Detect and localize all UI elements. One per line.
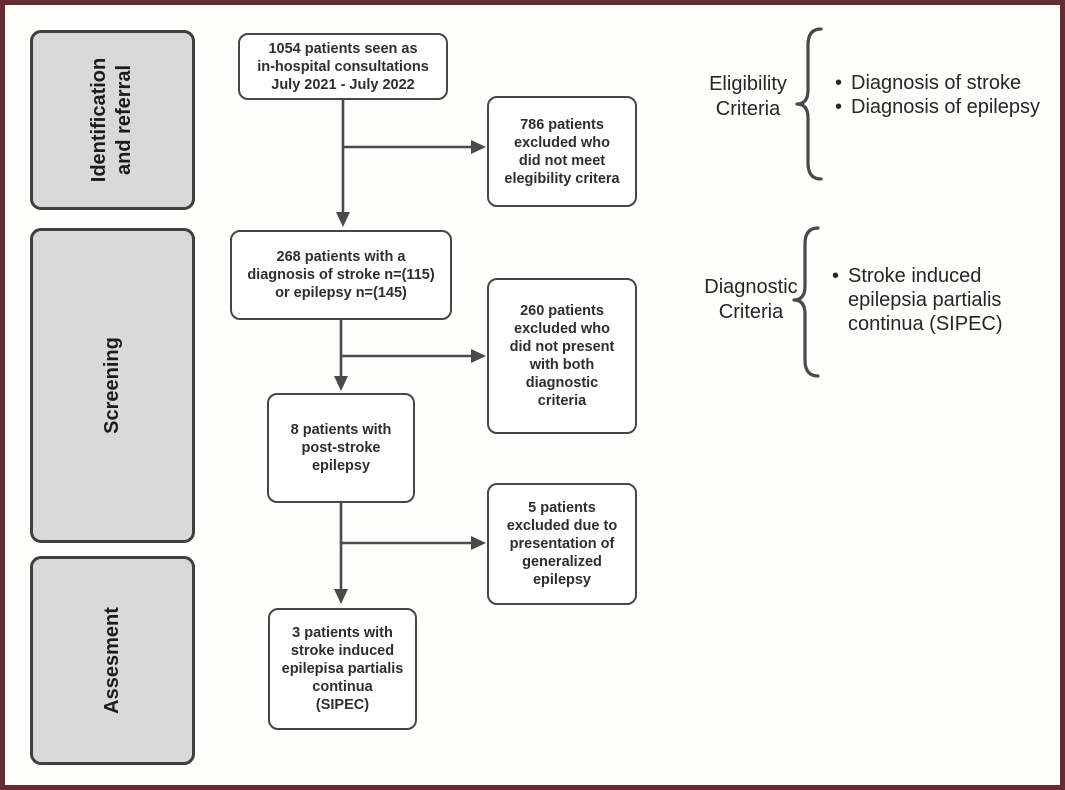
stage-screening: Screening bbox=[30, 228, 195, 543]
flow-box-consultations: 1054 patients seen as in-hospital consul… bbox=[238, 33, 448, 100]
stage-label: Screening bbox=[100, 337, 123, 434]
flow-box-diagnosis: 268 patients with a diagnosis of stroke … bbox=[230, 230, 452, 320]
arrowhead-down-icon bbox=[334, 376, 348, 391]
criteria-item: Stroke induced epilepsia partialis conti… bbox=[832, 264, 1010, 336]
eligibility-criteria-label: Eligibility Criteria bbox=[709, 73, 787, 120]
criteria-item: Diagnosis of epilepsy bbox=[835, 95, 1060, 119]
flow-box-sipec: 3 patients with stroke induced epilepisa… bbox=[268, 608, 417, 730]
eligibility-criteria-list: Diagnosis of stroke Diagnosis of epileps… bbox=[835, 71, 1060, 119]
flow-box-post-stroke-epilepsy: 8 patients with post-stroke epilepsy bbox=[267, 393, 415, 503]
excluded-box-generalized-epilepsy: 5 patients excluded due to presentation … bbox=[487, 483, 637, 605]
arrowhead-down-icon bbox=[336, 212, 350, 227]
eligibility-brace-icon bbox=[795, 27, 823, 181]
arrowhead-right-icon bbox=[471, 140, 486, 154]
diagnostic-criteria-label: Diagnostic Criteria bbox=[704, 276, 798, 323]
diagnostic-brace-icon bbox=[792, 226, 820, 378]
excluded-box-eligibility: 786 patients excluded who did not meet e… bbox=[487, 96, 637, 207]
stage-label: Identification and referral bbox=[88, 57, 136, 183]
stage-assessment: Assesment bbox=[30, 556, 195, 765]
stage-label: Assesment bbox=[101, 607, 123, 714]
arrowhead-right-icon bbox=[471, 349, 486, 363]
arrowhead-down-icon bbox=[334, 589, 348, 604]
excluded-box-diagnostic: 260 patients excluded who did not presen… bbox=[487, 278, 637, 434]
arrowhead-right-icon bbox=[471, 536, 486, 550]
connector-overlay bbox=[334, 27, 823, 604]
diagnostic-criteria-list: Stroke induced epilepsia partialis conti… bbox=[832, 264, 1010, 336]
criteria-item: Diagnosis of stroke bbox=[835, 71, 1060, 95]
stage-identification-and-referral: Identification and referral bbox=[30, 30, 195, 210]
